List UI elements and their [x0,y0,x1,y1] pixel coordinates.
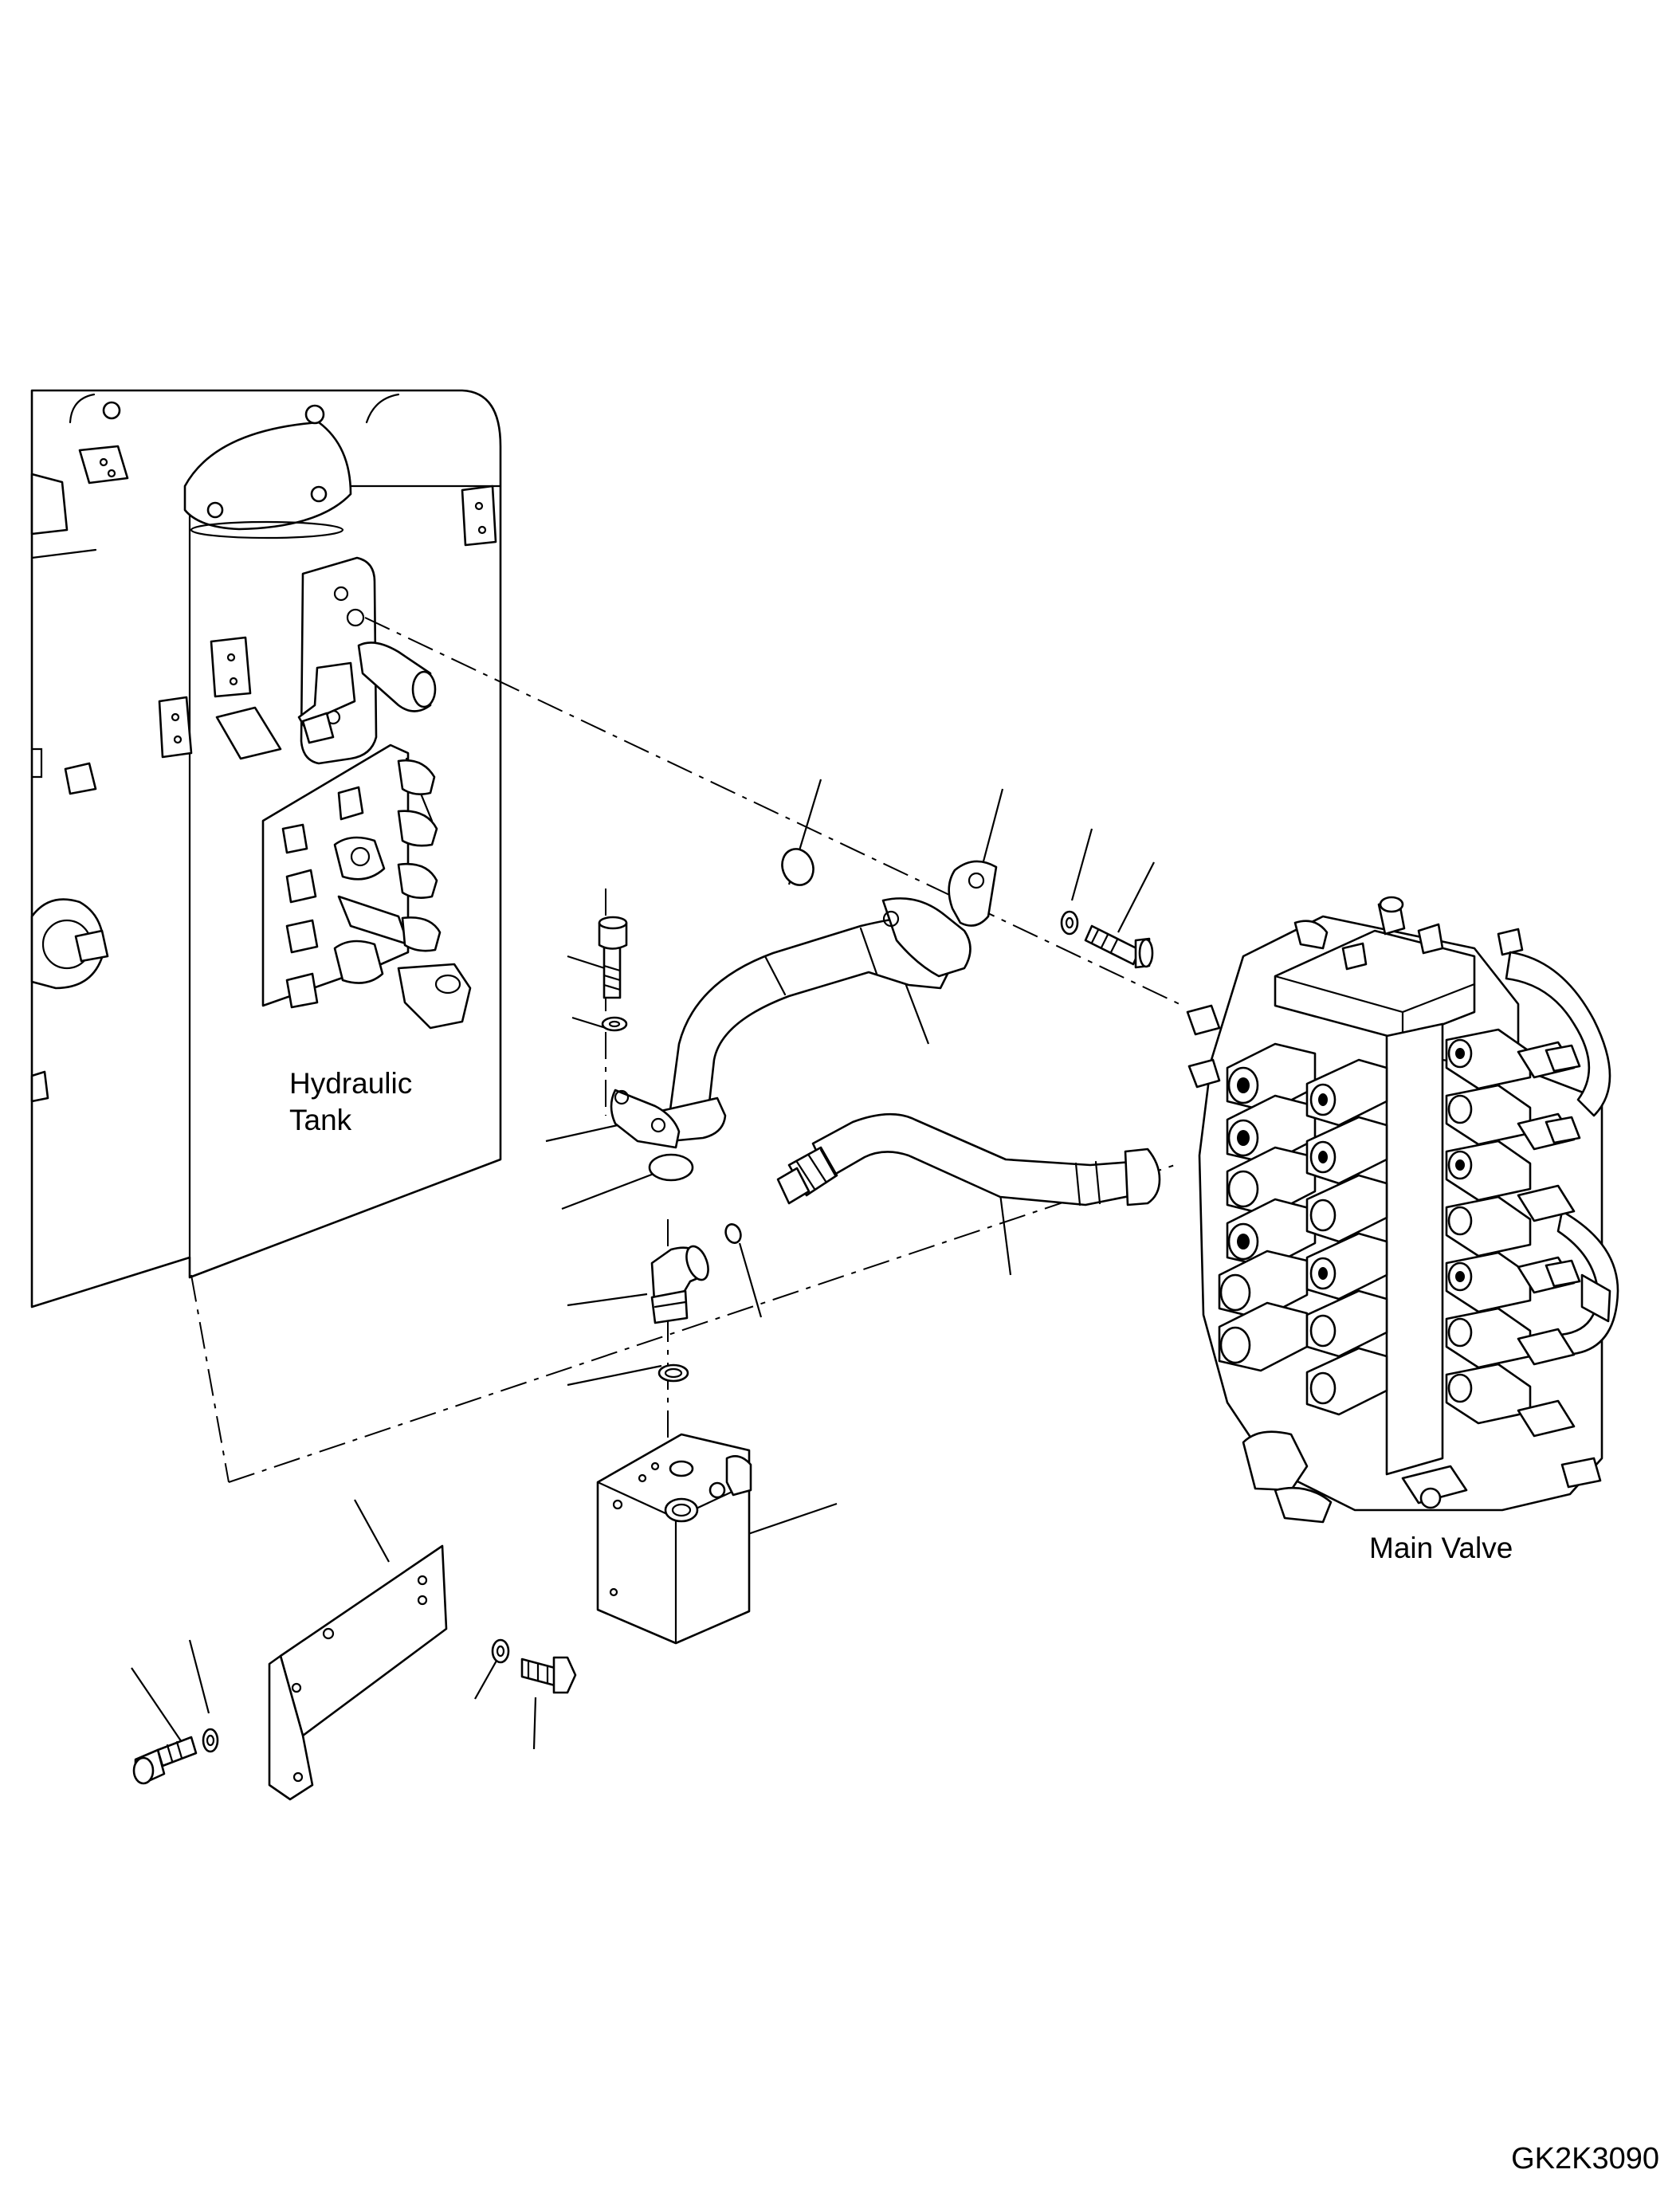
washer-small [603,1018,626,1030]
main-valve-spools-left [1219,1044,1387,1414]
split-flange-half-upper [949,861,996,926]
main-valve-spools-right [1446,1030,1600,1487]
mounting-bracket [269,1546,446,1799]
valve-block [598,1434,751,1643]
o-ring-lower [659,1365,688,1381]
hydraulic-tank-label-line1: Hydraulic [289,1067,413,1100]
o-ring-flange [650,1155,693,1180]
hydraulic-tank-label-line2: Tank [289,1104,352,1136]
elbow-fitting [652,1243,712,1323]
split-flange-half-lower [611,1090,679,1148]
hose-assembly [778,1114,1160,1205]
leader-lines [131,779,1154,1749]
main-valve-label: Main Valve [1369,1532,1513,1564]
hydraulic-tank-label: Hydraulic Tank [289,1065,449,1139]
bolt-bracket-left [134,1737,196,1783]
tube-elbow-assembly [644,898,971,1141]
main-valve [1187,897,1618,1522]
washer-bracket-right [493,1640,508,1662]
o-ring-elbow [723,1222,743,1246]
drawing-code: GK2K3090 [1511,2142,1659,2175]
bolt-vertical [599,917,626,998]
o-ring-large [777,845,818,889]
bolt-bracket-right [522,1658,575,1693]
washer-bracket-left [203,1729,218,1752]
manifold-fittings [283,760,470,1028]
bolt-upper-right [1085,926,1152,967]
washer-upper [1062,912,1077,934]
hydraulic-tank [32,390,500,1307]
